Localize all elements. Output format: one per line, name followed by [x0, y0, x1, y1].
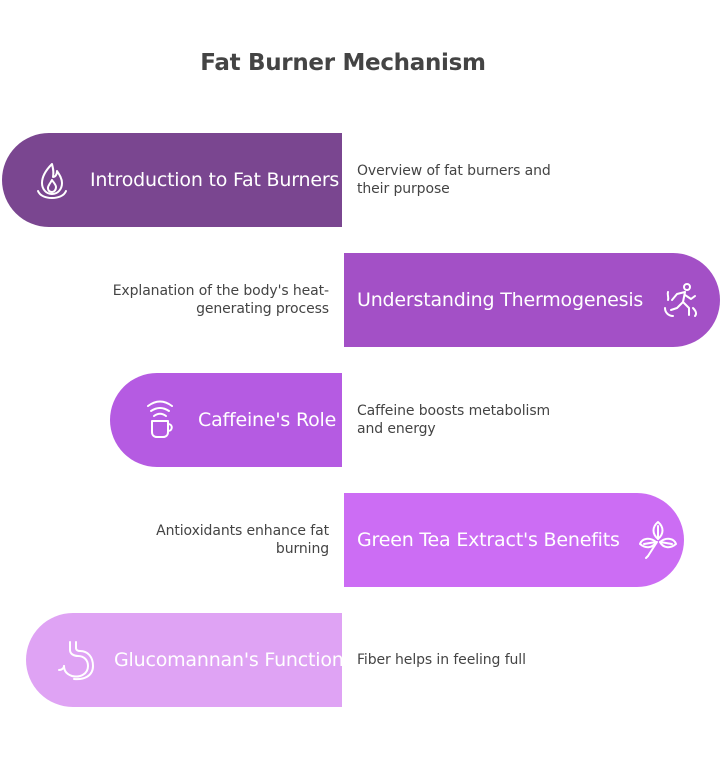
stomach-icon [54, 638, 98, 682]
step-introduction-to-fat-burners: Introduction to Fat Burners [2, 133, 342, 227]
hot-coffee-icon [138, 398, 182, 442]
step-description: Explanation of the body's heat-generatin… [112, 283, 329, 317]
step-green-tea-extracts-benefits: Green Tea Extract's Benefits [344, 493, 684, 587]
step-label: Caffeine's Role [198, 409, 337, 431]
step-description: Fiber helps in feeling full [357, 652, 526, 668]
step-label: Green Tea Extract's Benefits [357, 529, 620, 551]
diagram-title: Fat Burner Mechanism [200, 50, 486, 76]
step-description: Antioxidants enhance fat burning [156, 523, 329, 557]
running-person-icon [659, 278, 703, 322]
step-label: Understanding Thermogenesis [357, 289, 644, 311]
flame-icon [30, 158, 74, 202]
step-caffeines-role: Caffeine's Role [110, 373, 342, 467]
step-glucomannans-function: Glucomannan's Function [26, 613, 344, 707]
step-label: Glucomannan's Function [114, 649, 344, 671]
step-label: Introduction to Fat Burners [90, 169, 340, 191]
step-description: Overview of fat burners and their purpos… [357, 163, 551, 197]
leaves-icon [636, 518, 680, 562]
step-understanding-thermogenesis: Understanding Thermogenesis [344, 253, 720, 347]
step-description: Caffeine boosts metabolism and energy [357, 403, 551, 437]
